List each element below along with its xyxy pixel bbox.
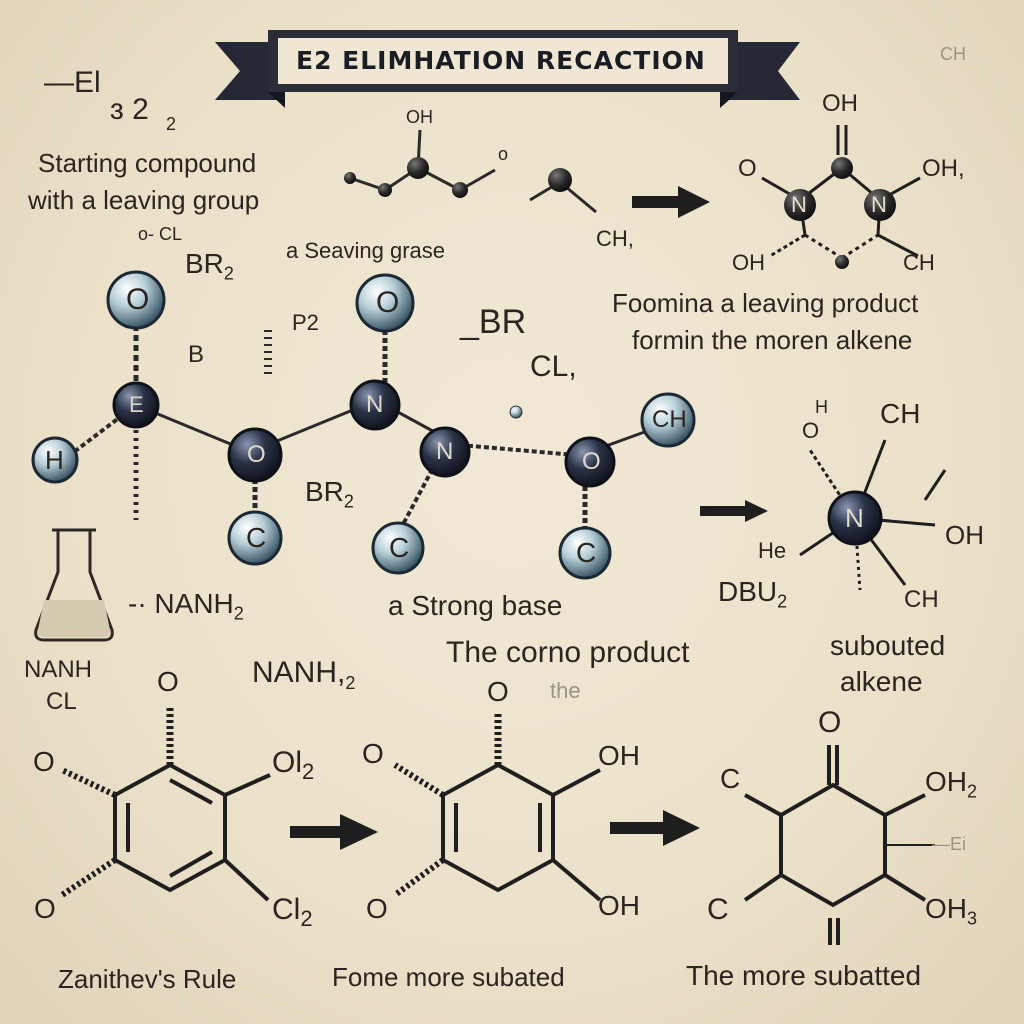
strong-base-label: a Strong base [388,590,563,621]
ring1-o-bottom-left: O [34,893,56,924]
ring3-ei: —Ei [932,834,967,854]
right-o: O [802,418,820,443]
ring2-oh-bottom: OH [598,890,640,921]
right-ch3: CH [880,398,921,429]
right-n: N [845,503,864,533]
flask-label-line1: NANH [24,656,93,683]
top-right-n2: N [871,192,887,217]
bottom-ring-3 [743,745,935,945]
subouted-line2: alkene [840,666,923,697]
right-ch: CH [904,586,939,613]
corno-product-label: The corno product [446,636,690,669]
forming-line1: Foomina a leaving product [612,288,919,318]
bottom-label-mid: Fome more subated [332,962,565,992]
atom-ch: CH [652,406,687,433]
br2-label-a: BR2 [185,248,234,284]
flask-label-line2: CL [46,688,77,715]
atom-o4: O [582,448,601,475]
erlenmeyer-flask-icon [34,528,114,642]
b-label: B [188,341,205,368]
the-small-label: the [550,678,581,703]
bottom-ring-2 [393,712,602,902]
subouted-line1: subouted [830,630,946,661]
atom-c3: C [576,537,597,568]
banner-title: E2 ELIMHATION RECACTION [296,46,706,75]
ring2-o-top: O [487,676,509,707]
top-right-n: N [791,192,807,217]
atom-o2: O [247,441,266,468]
leaving-grase-label: a Seaving grase [286,238,445,263]
nanh2-b-label: NANH,2 [252,656,356,693]
ring3-o-top: O [818,706,842,739]
ring1-ol2: Ol2 [272,746,315,784]
p2-label: P2 [292,310,319,335]
ring3-c-left: C [720,763,741,794]
starting-compound-line1: Starting compound [38,148,257,178]
right-oh: OH [945,520,984,550]
o-cl-label: o- CL [138,224,183,244]
atom-o1: O [126,283,150,316]
starting-compound-line2: with a leaving group [28,185,260,215]
top-right-oh-comma: OH, [922,155,965,182]
atom-c1: C [246,522,267,553]
top-right-oh-bottom: OH [732,250,765,275]
ring1-o-left: O [33,746,55,777]
atom-c2: C [389,532,410,563]
ring3-oh3: OH3 [925,893,978,929]
dbu-label: DBU2 [718,576,788,612]
ring2-o-left: O [362,738,384,769]
top-right-o: O [738,155,757,182]
top-right-ch: CH [903,250,935,275]
top-oh-small: OH [406,107,433,127]
bottom-label-right: The more subatted [686,960,922,991]
atom-n2: N [436,438,454,465]
atom-n1: N [366,391,384,418]
atom-o3: O [376,286,400,319]
atom-h: H [45,445,64,475]
cl-mid-label: CL, [530,350,577,383]
bottom-ring-1 [60,705,271,902]
bottom-label-rule: Zanithev's Rule [58,964,237,994]
right-h: H [815,397,828,417]
top-o-small: o [498,144,509,164]
atom-e: E [129,392,144,417]
corner-label-el: —El [44,66,101,99]
corner-label-ch: CH [940,44,966,64]
corner-label-sub: 2 [166,114,177,134]
top-right-ring [761,125,921,260]
ring2-oh: OH [598,740,640,771]
main-molecule-atoms [31,270,696,580]
corner-label-32: ɜ 2 [110,93,149,126]
br-mid-label: _BR [460,303,527,341]
ring1-cl2: Cl2 [272,893,313,931]
top-right-oh: OH [822,90,858,117]
ring2-o-bottom-left: O [366,893,388,924]
ring3-c-bottom-left: C [707,893,729,926]
forming-line2: formin the moren alkene [632,325,913,355]
br2-mid-label: BR2 [305,476,354,512]
right-he: He [758,538,787,563]
ring1-o-top: O [157,666,179,697]
top-mid-ch: CH, [596,226,634,251]
ring3-oh2: OH2 [925,766,978,802]
reaction-arrows [290,186,768,850]
title-banner [215,30,800,108]
nanh2-label: -· NANH2 [128,588,244,624]
